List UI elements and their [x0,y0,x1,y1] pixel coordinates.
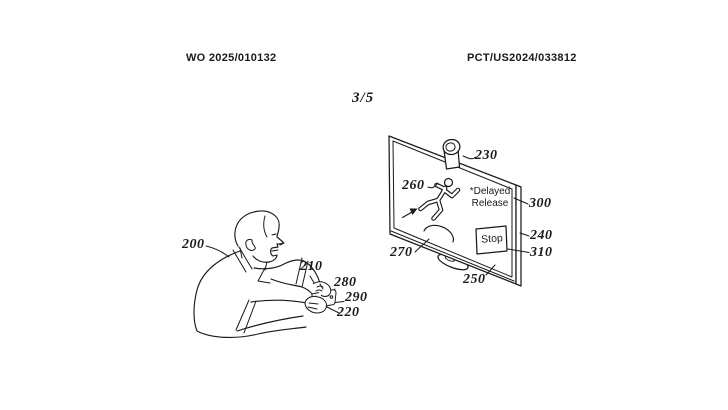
sensor-dome [423,224,455,243]
camera-icon [442,138,461,170]
hands [304,281,332,314]
ref-label-200: 200 [182,237,205,252]
seated-player-figure [193,210,322,338]
gamepad-figure [304,281,337,314]
arrow-icon [401,208,418,219]
ref-label-300: 300 [529,196,552,211]
stop-button-label: Stop [480,232,504,246]
ref-label-310: 310 [530,245,553,260]
ref-label-220: 220 [337,305,360,320]
screen-annotation-text: *Delayed Release [469,186,511,209]
ref-label-280: 280 [334,275,357,290]
header-application-number: PCT/US2024/033812 [467,52,577,64]
ref-label-250: 250 [463,272,486,287]
ref-label-240: 240 [530,228,553,243]
ref-label-260: 260 [402,178,425,193]
ref-label-210: 210 [300,259,323,274]
running-player-icon [418,177,461,221]
ref-label-290: 290 [345,290,368,305]
ref-label-270: 270 [390,245,413,260]
sheet-number: 3/5 [352,90,375,106]
ref-label-230: 230 [475,148,498,163]
header-publication-number: WO 2025/010132 [186,52,277,64]
stop-button-box [475,225,508,255]
